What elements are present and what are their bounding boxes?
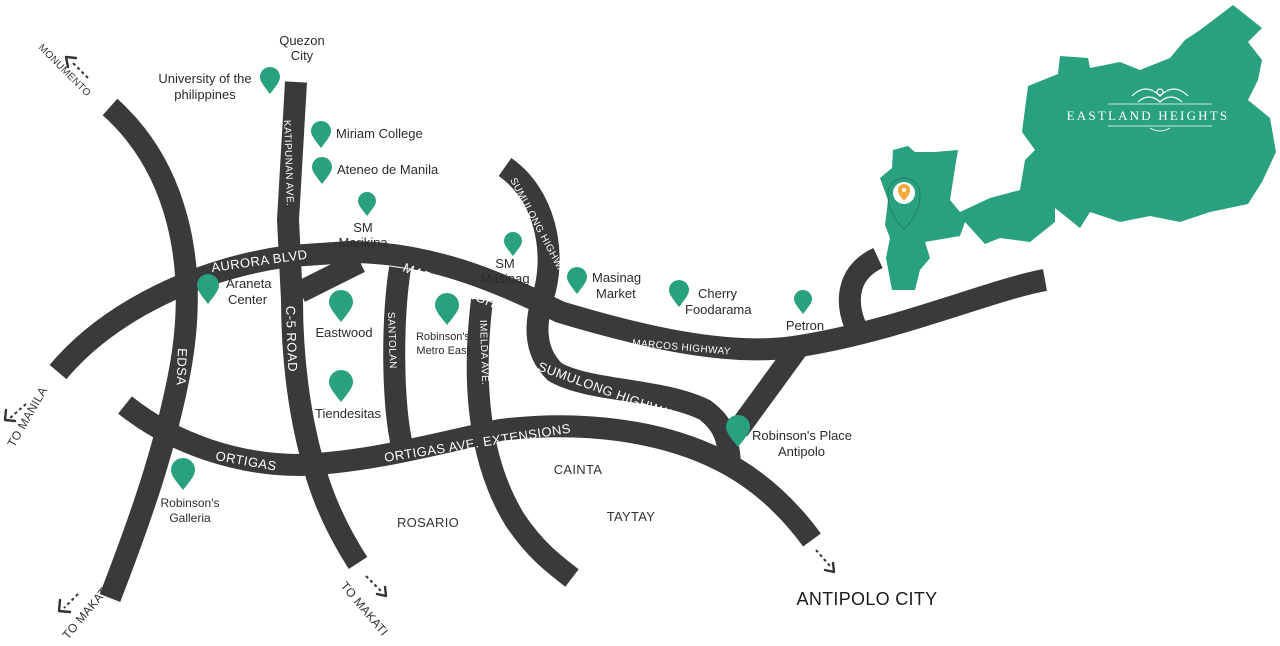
label-sm-masinag-1: SM (495, 256, 515, 271)
dir-to-makati-2: TO MAKATI (338, 579, 391, 639)
area-labels: CAINTA ROSARIO TAYTAY ANTIPOLO CITY (397, 462, 937, 609)
map-pin-icon (435, 293, 459, 325)
label-rpa-1: Robinson's Place (752, 428, 852, 443)
arrowhead-to-makati-2-icon (375, 585, 388, 598)
road-imelda (466, 298, 579, 587)
arrowhead-monumento-icon (64, 55, 78, 69)
label-sm-masinag-2: Masinag (480, 271, 529, 286)
map-pin-icon (726, 415, 750, 447)
arrowhead-antipolo-icon (823, 561, 836, 574)
label-galleria-2: Galleria (169, 511, 211, 525)
label-rme-1: Robinson's (416, 331, 471, 343)
label-masinag-market-2: Market (596, 286, 636, 301)
road-branch-antipolo (729, 338, 809, 437)
arrow-to-makati-1 (63, 593, 79, 609)
label-quezon-city-2: City (291, 48, 314, 63)
road-label-santolan: SANTOLAN (385, 312, 398, 369)
road-label-c5: C-5 ROAD (283, 306, 300, 373)
label-miriam: Miriam College (336, 126, 423, 141)
road-network (49, 81, 1048, 602)
place-labels: Quezon City University of the philippine… (158, 33, 852, 525)
area-cainta: CAINTA (554, 462, 603, 477)
map-pin-icon (567, 267, 587, 294)
label-galleria-1: Robinson's (161, 496, 220, 510)
label-ateneo: Ateneo de Manila (337, 162, 439, 177)
map-pin-icon (329, 290, 353, 322)
map-pin-icon (311, 121, 331, 148)
label-rme-2: Metro East (416, 345, 469, 357)
label-tiendesitas: Tiendesitas (315, 406, 381, 421)
label-eastwood: Eastwood (315, 325, 372, 340)
arrow-antipolo (815, 549, 831, 567)
area-antipolo-city: ANTIPOLO CITY (797, 589, 938, 609)
map-pin-icon (260, 67, 280, 94)
arrow-to-makati-2 (365, 575, 383, 593)
label-sm-marikina-1: SM (353, 220, 373, 235)
road-label-katipunan: KATIPUNAN AVE. (281, 120, 295, 207)
location-marker-icon (887, 177, 921, 231)
arrowhead-to-manila-icon (3, 408, 17, 423)
label-petron: Petron (786, 318, 824, 333)
label-araneta-1: Araneta (226, 276, 272, 291)
dir-monumento: MONUMENTO (36, 42, 93, 99)
road-north-diagonal (99, 98, 198, 602)
road-label-imelda: IMELDA AVE. (477, 320, 490, 386)
label-sm-marikina-2: Marikina (338, 235, 388, 250)
road-santolan (383, 266, 413, 449)
road-label-edsa: EDSA (174, 348, 190, 386)
arrow-monumento (71, 61, 89, 79)
map-pin-icon (197, 274, 219, 304)
label-araneta-2: Center (228, 292, 268, 307)
arrowhead-to-makati-1-icon (57, 598, 72, 614)
brand-name: EASTLAND HEIGHTS (1067, 108, 1230, 123)
map-pin-icon (329, 370, 353, 402)
map-pin-icon (504, 232, 522, 256)
map-pin-icon (669, 280, 689, 307)
label-up-2: philippines (174, 87, 236, 102)
road-ortigas (118, 396, 821, 547)
label-rpa-2: Antipolo (778, 444, 825, 459)
label-cherry-1: Cherry (698, 286, 738, 301)
road-aurora-marcos (49, 241, 1048, 380)
road-connector (295, 252, 365, 302)
map-pin-icon (794, 290, 812, 314)
map-pin-icon (171, 458, 195, 490)
map-pins (171, 67, 812, 490)
eastland-heights-logo: EASTLAND HEIGHTS (1067, 88, 1230, 132)
label-quezon-city-1: Quezon (279, 33, 325, 48)
area-taytay: TAYTAY (607, 509, 656, 524)
map-pin-icon (358, 192, 376, 216)
map-pin-icon (312, 157, 332, 184)
eastland-heights-region (880, 5, 1276, 290)
label-cherry-2: Foodarama (685, 302, 752, 317)
area-rosario: ROSARIO (397, 515, 459, 530)
label-masinag-market-1: Masinag (592, 270, 641, 285)
label-up-1: University of the (158, 71, 251, 86)
road-sumulong (498, 157, 741, 464)
road-hook (838, 248, 884, 330)
